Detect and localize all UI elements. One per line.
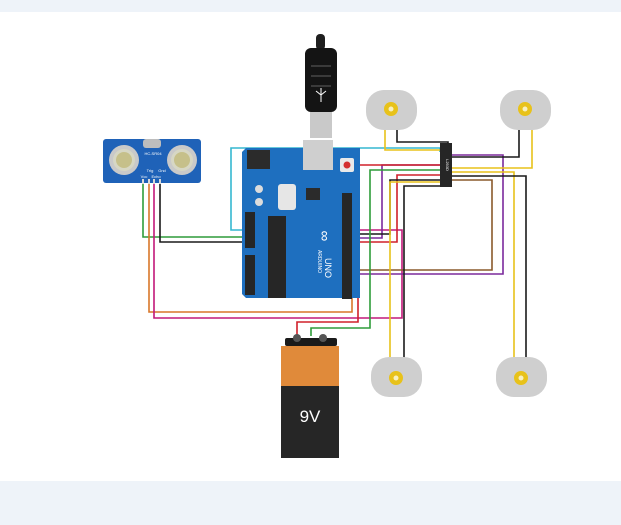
- arduino-uno-label: UNO: [323, 258, 333, 278]
- battery-label: 9V: [300, 407, 321, 426]
- dc-motor-icon[interactable]: [500, 90, 551, 130]
- wire-m3-yellow: [389, 181, 440, 358]
- wire-purple-1: [352, 164, 440, 239]
- usb-plug-icon: [315, 88, 327, 102]
- wire-m4-yellow: [452, 171, 515, 358]
- wire-purple-2: [352, 154, 504, 275]
- wire-m4-black: [452, 175, 527, 358]
- bottom-status-strip: [0, 481, 621, 525]
- arduino-infinity-logo: ∞: [316, 231, 333, 242]
- arduino-brand-label: ARDUINO: [316, 250, 322, 273]
- wire-red-board: [352, 174, 440, 243]
- sensor-model-label: HC-SR04: [144, 151, 162, 156]
- dc-motor-icon[interactable]: [366, 90, 417, 130]
- motor-driver-chip[interactable]: L293D: [440, 143, 452, 187]
- wire-battery-green: [310, 169, 440, 336]
- arduino-uno-board[interactable]: ∞ ARDUINO UNO: [242, 140, 360, 299]
- battery-9v[interactable]: 9V: [281, 334, 339, 458]
- driver-label: L293D: [445, 159, 450, 171]
- dc-motor-icon[interactable]: [371, 357, 422, 397]
- wire-sensor-black: [159, 182, 248, 243]
- wire-m3-black: [403, 185, 440, 358]
- wire-sensor-magenta: [153, 182, 403, 319]
- sensor-pin-vcc: Vcc: [141, 174, 148, 179]
- wire-sensor-green: [142, 182, 248, 238]
- top-toolbar-strip: [0, 0, 621, 12]
- ultrasonic-sensor[interactable]: HC-SR04 Vcc Trig Echo Gnd: [103, 139, 201, 184]
- usb-cable: [305, 34, 337, 138]
- wire-m2-yellow: [452, 130, 533, 169]
- wire-m2-black: [452, 130, 520, 158]
- sensor-pin-echo: Echo: [151, 174, 161, 179]
- wire-battery-red: [296, 164, 440, 336]
- wires: [142, 130, 533, 358]
- wire-brown: [352, 179, 493, 271]
- wire-m1-yellow: [384, 130, 444, 151]
- wire-black-board: [352, 179, 440, 235]
- sensor-pins: Vcc Trig Echo Gnd: [141, 168, 166, 184]
- dc-motor-icon[interactable]: [496, 357, 547, 397]
- arduino-logo: ∞ ARDUINO UNO: [316, 231, 333, 278]
- sensor-pin-gnd: Gnd: [158, 168, 166, 173]
- sensor-pin-trig: Trig: [147, 168, 154, 173]
